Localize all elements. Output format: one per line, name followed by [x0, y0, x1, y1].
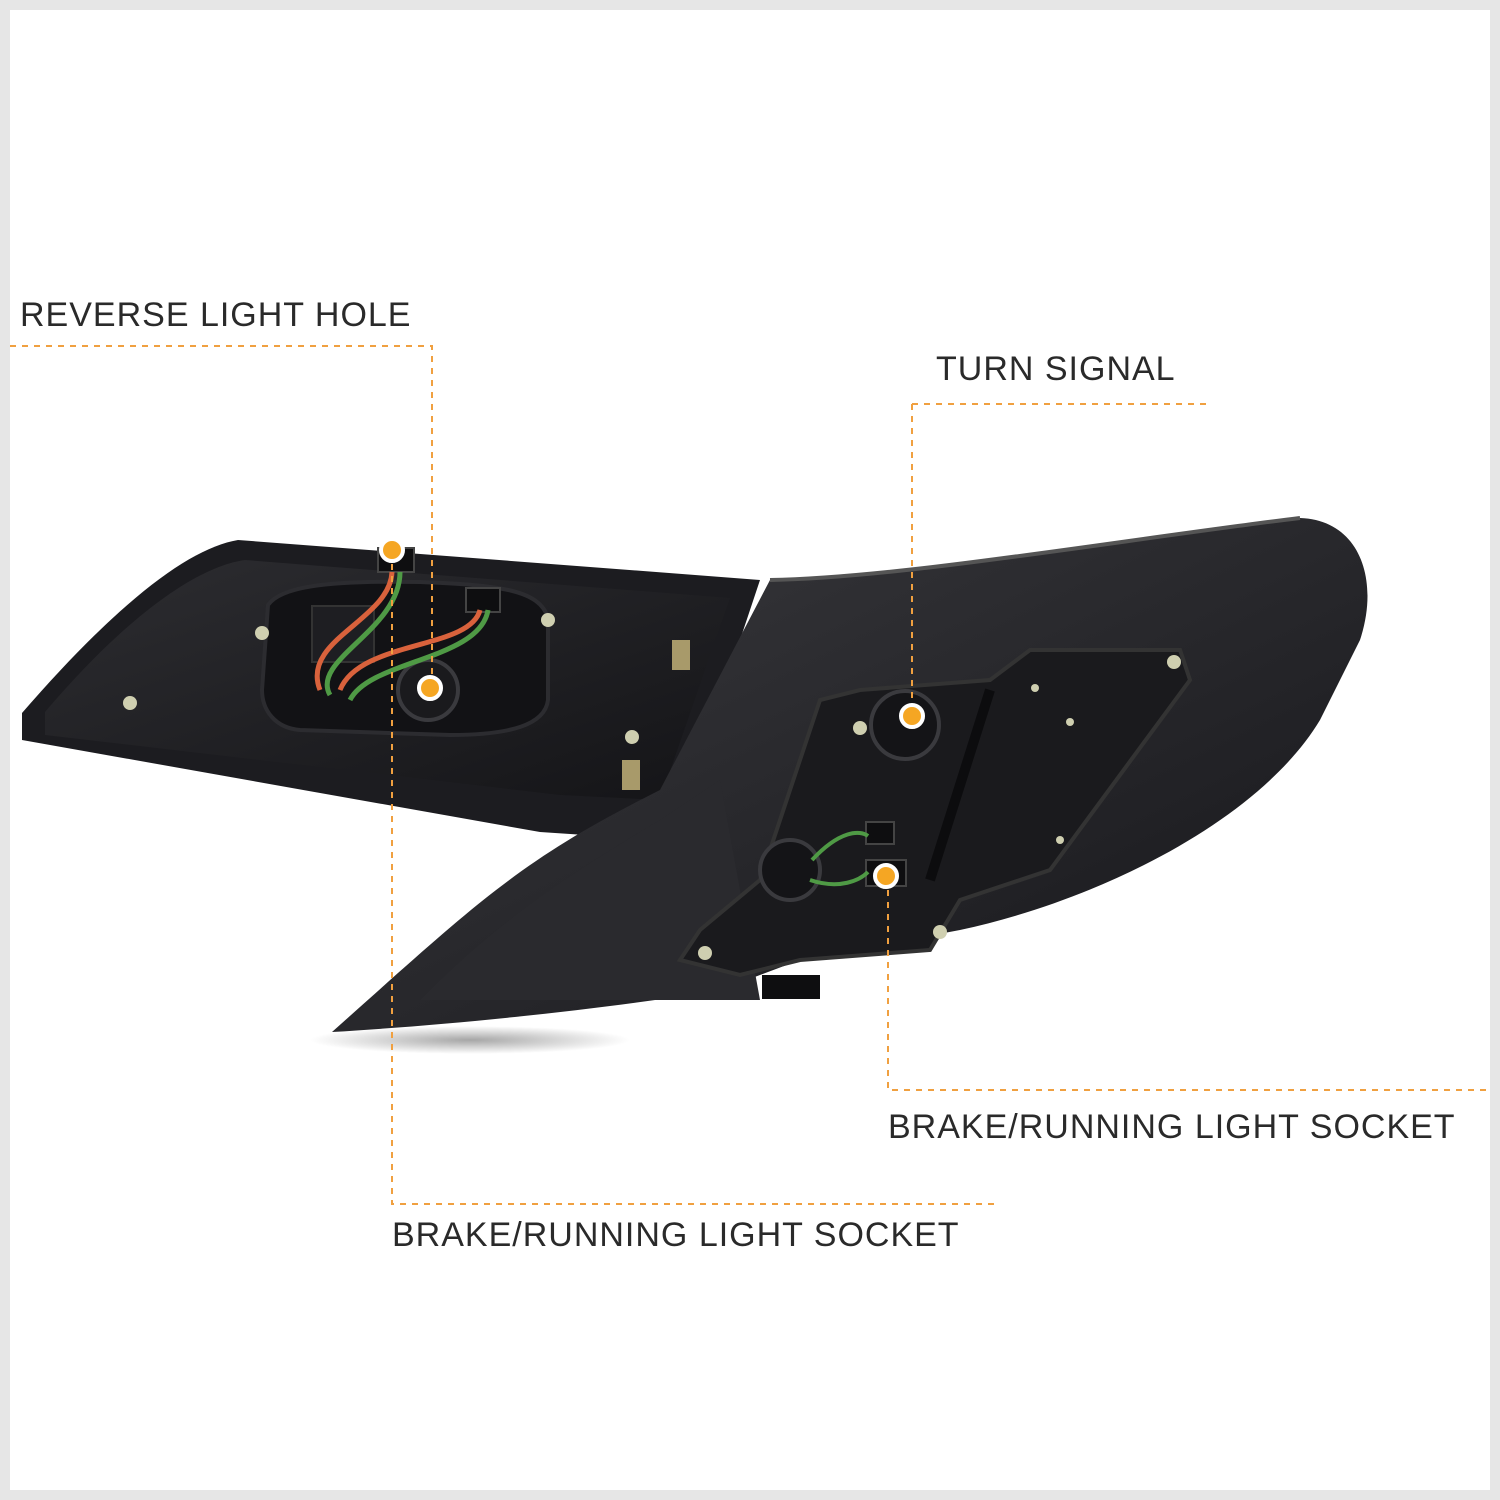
callout-markers — [379, 537, 925, 889]
floor-shadow — [310, 1026, 630, 1054]
marker-brake-inner — [379, 537, 405, 563]
leader-lines — [10, 345, 1492, 1205]
leader-reverse — [10, 345, 433, 688]
turn-signal-label: TURN SIGNAL — [936, 350, 1176, 388]
marker-turn — [899, 703, 925, 729]
brake-running-socket-label-right: BRAKE/RUNNING LIGHT SOCKET — [888, 1108, 1456, 1146]
marker-brake-outer — [873, 863, 899, 889]
leader-turn — [911, 403, 1210, 716]
leader-brake-bottom — [391, 552, 995, 1205]
brake-running-socket-label-bottom: BRAKE/RUNNING LIGHT SOCKET — [392, 1216, 960, 1254]
leader-brake-right — [887, 878, 1492, 1091]
marker-reverse — [417, 675, 443, 701]
reverse-light-hole-label: REVERSE LIGHT HOLE — [20, 296, 412, 334]
